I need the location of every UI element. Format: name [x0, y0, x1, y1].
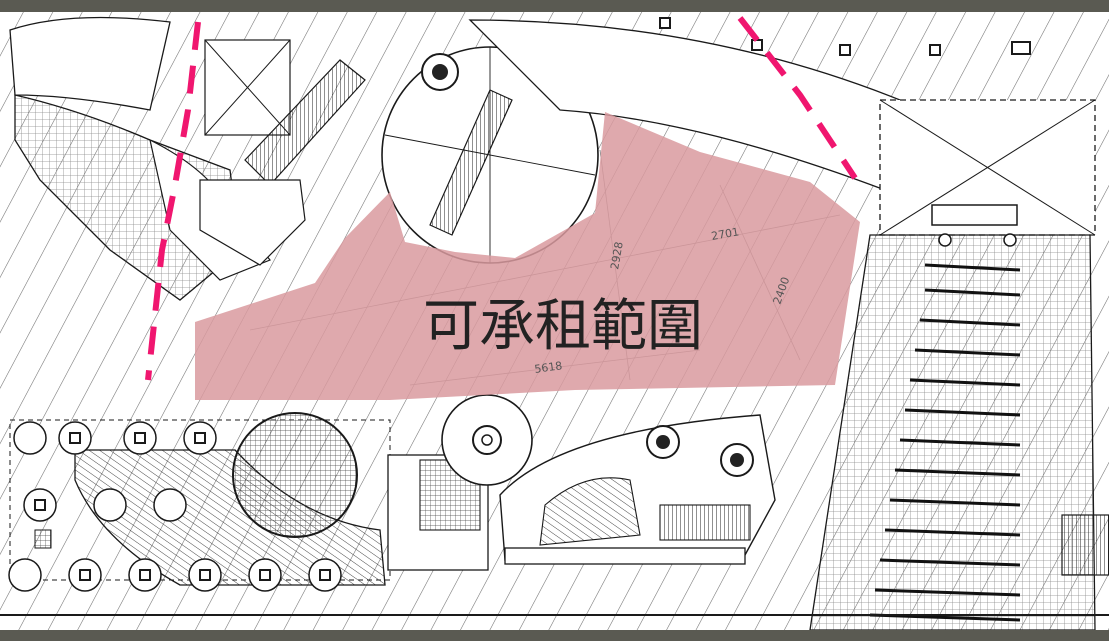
dimension-label-5618: 5618 — [534, 359, 564, 376]
left-escalators — [199, 39, 366, 266]
dimension-label-2928: 2928 — [608, 241, 626, 271]
round-escalator-hall — [381, 46, 599, 264]
rentable-area-label: 可承租範圍 — [423, 294, 703, 359]
boundary-dashed-line-right — [737, 16, 858, 180]
upper-corridor — [468, 17, 1031, 191]
scan-edge-top — [0, 0, 1109, 12]
scan-edge-bottom — [0, 630, 1109, 641]
dimension-label-2701: 2701 — [710, 225, 740, 243]
rentable-area-zone — [195, 112, 860, 400]
boundary-dashed-line-left — [145, 21, 201, 381]
central-lower-feature — [387, 394, 776, 571]
right-building — [809, 99, 1109, 631]
lower-left-court — [8, 412, 391, 592]
